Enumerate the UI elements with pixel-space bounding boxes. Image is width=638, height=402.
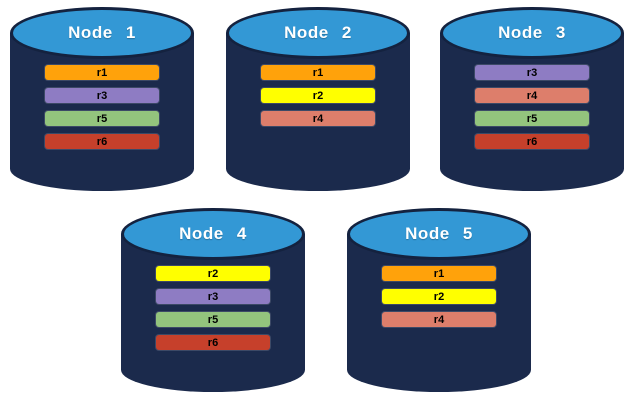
replica-bar: r4	[381, 312, 497, 327]
replica-bar: r6	[44, 134, 160, 149]
replica-bar: r5	[44, 111, 160, 126]
node-cylinder-4: Node 4 r2 r3 r5 r6	[121, 208, 305, 392]
cylinder-top-ellipse: Node 2	[226, 7, 410, 59]
replica-list: r1 r3 r5 r6	[44, 65, 160, 149]
node-title: Node 5	[405, 224, 473, 243]
node-cylinder-3: Node 3 r3 r4 r5 r6	[440, 7, 624, 191]
replica-bar: r3	[44, 88, 160, 103]
node-title: Node 3	[498, 23, 566, 42]
replica-bar: r4	[260, 111, 376, 126]
replica-list: r1 r2 r4	[260, 65, 376, 126]
replica-list: r2 r3 r5 r6	[155, 266, 271, 350]
cylinder-top-ellipse: Node 1	[10, 7, 194, 59]
replica-bar: r2	[381, 289, 497, 304]
replica-bar: r5	[474, 111, 590, 126]
replica-bar: r3	[155, 289, 271, 304]
node-cylinder-1: Node 1 r1 r3 r5 r6	[10, 7, 194, 191]
cylinder-top-ellipse: Node 3	[440, 7, 624, 59]
cylinder-top-ellipse: Node 5	[347, 208, 531, 260]
replica-bar: r4	[474, 88, 590, 103]
replica-bar: r6	[474, 134, 590, 149]
node-cylinder-2: Node 2 r1 r2 r4	[226, 7, 410, 191]
replica-bar: r2	[155, 266, 271, 281]
replica-bar: r1	[381, 266, 497, 281]
node-title: Node 2	[284, 23, 352, 42]
replica-bar: r2	[260, 88, 376, 103]
replica-bar: r1	[260, 65, 376, 80]
node-cylinder-5: Node 5 r1 r2 r4	[347, 208, 531, 392]
replica-bar: r3	[474, 65, 590, 80]
replica-bar: r1	[44, 65, 160, 80]
node-title: Node 4	[179, 224, 247, 243]
node-title: Node 1	[68, 23, 136, 42]
replica-list: r3 r4 r5 r6	[474, 65, 590, 149]
replica-bar: r6	[155, 335, 271, 350]
cylinder-top-ellipse: Node 4	[121, 208, 305, 260]
replica-list: r1 r2 r4	[381, 266, 497, 327]
replica-bar: r5	[155, 312, 271, 327]
